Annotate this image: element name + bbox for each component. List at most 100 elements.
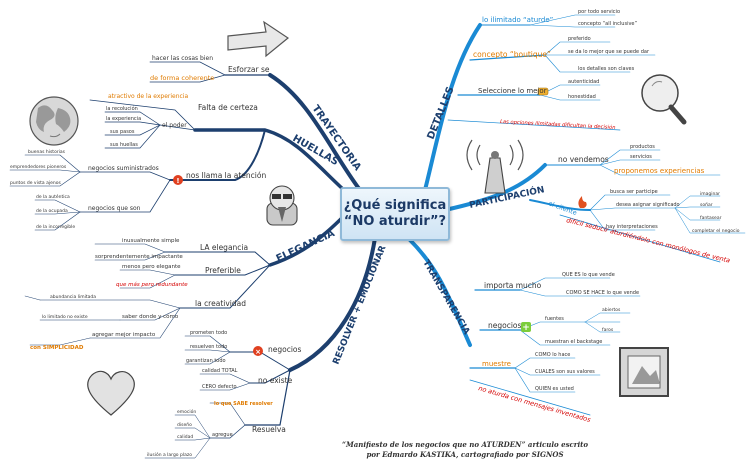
node-fantasear: fantasear [700,215,722,221]
node-no-vendemos: no vendemos [558,155,609,164]
svg-text:!: ! [176,177,179,185]
node-puntos-vista: puntos de vista ajenos [10,180,62,186]
node-incorregible: de la incorregible [36,224,75,230]
node-que-mas: que más pero redundante [116,281,188,288]
node-por-todo: por todo servicio [578,9,620,15]
picture-frame-icon [619,347,669,397]
arrow-icon [227,20,290,58]
node-hacer-bien: hacer las cosas bien [152,55,213,62]
node-faros: faros [602,327,614,333]
node-agregar-mejor: agregar mejor impacto [92,332,156,338]
node-sus-pasos: sus pasos [110,129,135,135]
node-coherente: de forma coherente [150,74,214,82]
node-completar: completar el negocio [692,228,740,234]
branch-label-participacion: PARTICIPACIÓN [468,183,545,211]
node-abiertos: abiertos [602,307,621,313]
node-la-elegancia: LA elegancia [200,243,248,252]
node-agregue: agregue [212,432,233,438]
left-branch-lines [9,61,377,459]
node-negocios-suministrados: negocios suministrados [88,165,159,172]
central-topic-line1: ¿Qué significa [343,198,447,213]
node-ilusion: ilusión a largo plazo [147,451,192,458]
globe-icon [29,96,79,146]
node-lo-que-sabe: lo que SABE resolver [214,401,273,407]
node-preferible: Preferible [205,266,241,275]
node-emocion: emoción [177,408,196,415]
node-fuentes: fuentes [545,316,564,322]
node-con-simplicidad: con SIMPLICIDAD [30,345,84,351]
branch-label-transparencia: TRANSPARENCIA [420,259,471,337]
node-cuales-valores: CUALES son sus valores [535,369,595,375]
node-inusualmente: inusualmente simple [122,238,180,244]
node-autentica: de la auténtica [36,193,70,200]
node-resuelva: Resuelva [252,425,286,434]
heart-icon [87,370,135,416]
node-nos-llama: nos llama la atención [186,171,266,180]
node-buenas-historias: buenas historias [28,149,66,155]
person-glasses-icon [266,185,298,226]
node-sonar: soñar [700,202,713,208]
footer-credit: “Manifiesto de los negocios que no ATURD… [300,440,630,460]
svg-text:×: × [255,348,261,356]
node-garantizan: garantizan todo [186,358,226,364]
node-preferido: preferido [568,36,591,42]
node-busca-participe: busca ser participe [610,189,658,195]
node-quien-usted: QUIEN es usted [535,386,574,392]
plus-icon: + [521,322,531,333]
node-saber-donde: saber donde y cómo [122,313,179,320]
node-desea-asignar: desea asignar significado [616,202,680,208]
node-importa-mucho: importa mucho [484,281,542,290]
node-calidad: calidad [177,434,193,440]
node-atractivo: atractivo de la experiencia [108,93,189,100]
node-proponemos: proponemos experiencias [614,167,705,175]
transmitter-icon [466,139,524,194]
node-sorprendentemente: sorprendentemente impactante [95,254,183,260]
right-node-texts: lo ilimitado “aturde” por todo servicio … [473,9,740,424]
central-topic: ¿Qué significa “NO aturdir”? [340,187,450,241]
branch-label-elegancia: ELEGANCIA [275,228,337,265]
node-interpretaciones: hay interpretaciones [606,224,658,230]
node-el-cliente: el cliente [547,199,578,217]
node-autenticidad: autenticidad [568,79,599,85]
node-cero-defecto: CERO defecto [202,384,237,390]
node-calidad-total: calidad TOTAL [202,368,238,374]
node-no-existe: no existe [258,376,293,385]
flame-icon [578,196,587,208]
node-honestidad: honestidad [568,94,596,100]
node-servicios: servicios [630,154,652,160]
node-imaginar: imaginar [700,191,720,197]
thumbs-up-icon [537,87,549,96]
magnifier-icon [641,74,687,125]
node-se-da-mejor: se da lo mejor que se puede dar [568,49,650,55]
node-prometen: prometen todo [190,330,227,336]
node-menos-elegante: menos pero elegante [122,264,181,270]
node-la-creatividad: la creatividad [195,299,246,308]
svg-text:+: + [522,323,530,333]
node-negocios-right: negocios [488,321,522,330]
central-topic-line2: “NO aturdir”? [343,214,447,229]
node-el-poder: el poder [162,122,187,129]
node-diseno: diseño [177,422,192,428]
node-experiencia: la experiencia [106,116,141,122]
node-emprendedores: emprendedores pioneros [10,164,67,170]
node-como-hace: COMO SE HACE lo que vende [566,290,639,296]
warning-icon: ! [173,175,183,185]
node-recolucion: la recolución [106,105,138,112]
node-seleccione: Seleccione lo mejor [478,87,547,95]
node-resuelven: resuelven todo [190,344,227,350]
node-negocios-left: negocios [268,345,302,354]
node-falta-certeza: Falta de certeza [198,103,258,112]
node-all-inclusive: concepto “all inclusive” [578,21,638,27]
branch-label-resolver: RESOLVER + EMOCIONAR [332,244,389,366]
node-opciones-ilimitadas: Las opciones ilimitadas dificultan la de… [500,118,616,131]
node-muestre: muestre [482,360,511,368]
footer-line1: “Manifiesto de los negocios que no ATURD… [341,440,589,449]
right-branch-lines [408,14,746,416]
node-productos: productos [630,144,655,150]
node-que-es: QUE ES lo que vende [562,272,615,278]
node-detalles-claves: los detalles son claves [578,66,635,72]
node-lo-limitado: lo limitado no existe [42,314,88,320]
node-como-lo-hace: COMO lo hace [535,352,570,358]
left-node-texts: Esforzar se hacer las cosas bien de form… [10,55,302,458]
